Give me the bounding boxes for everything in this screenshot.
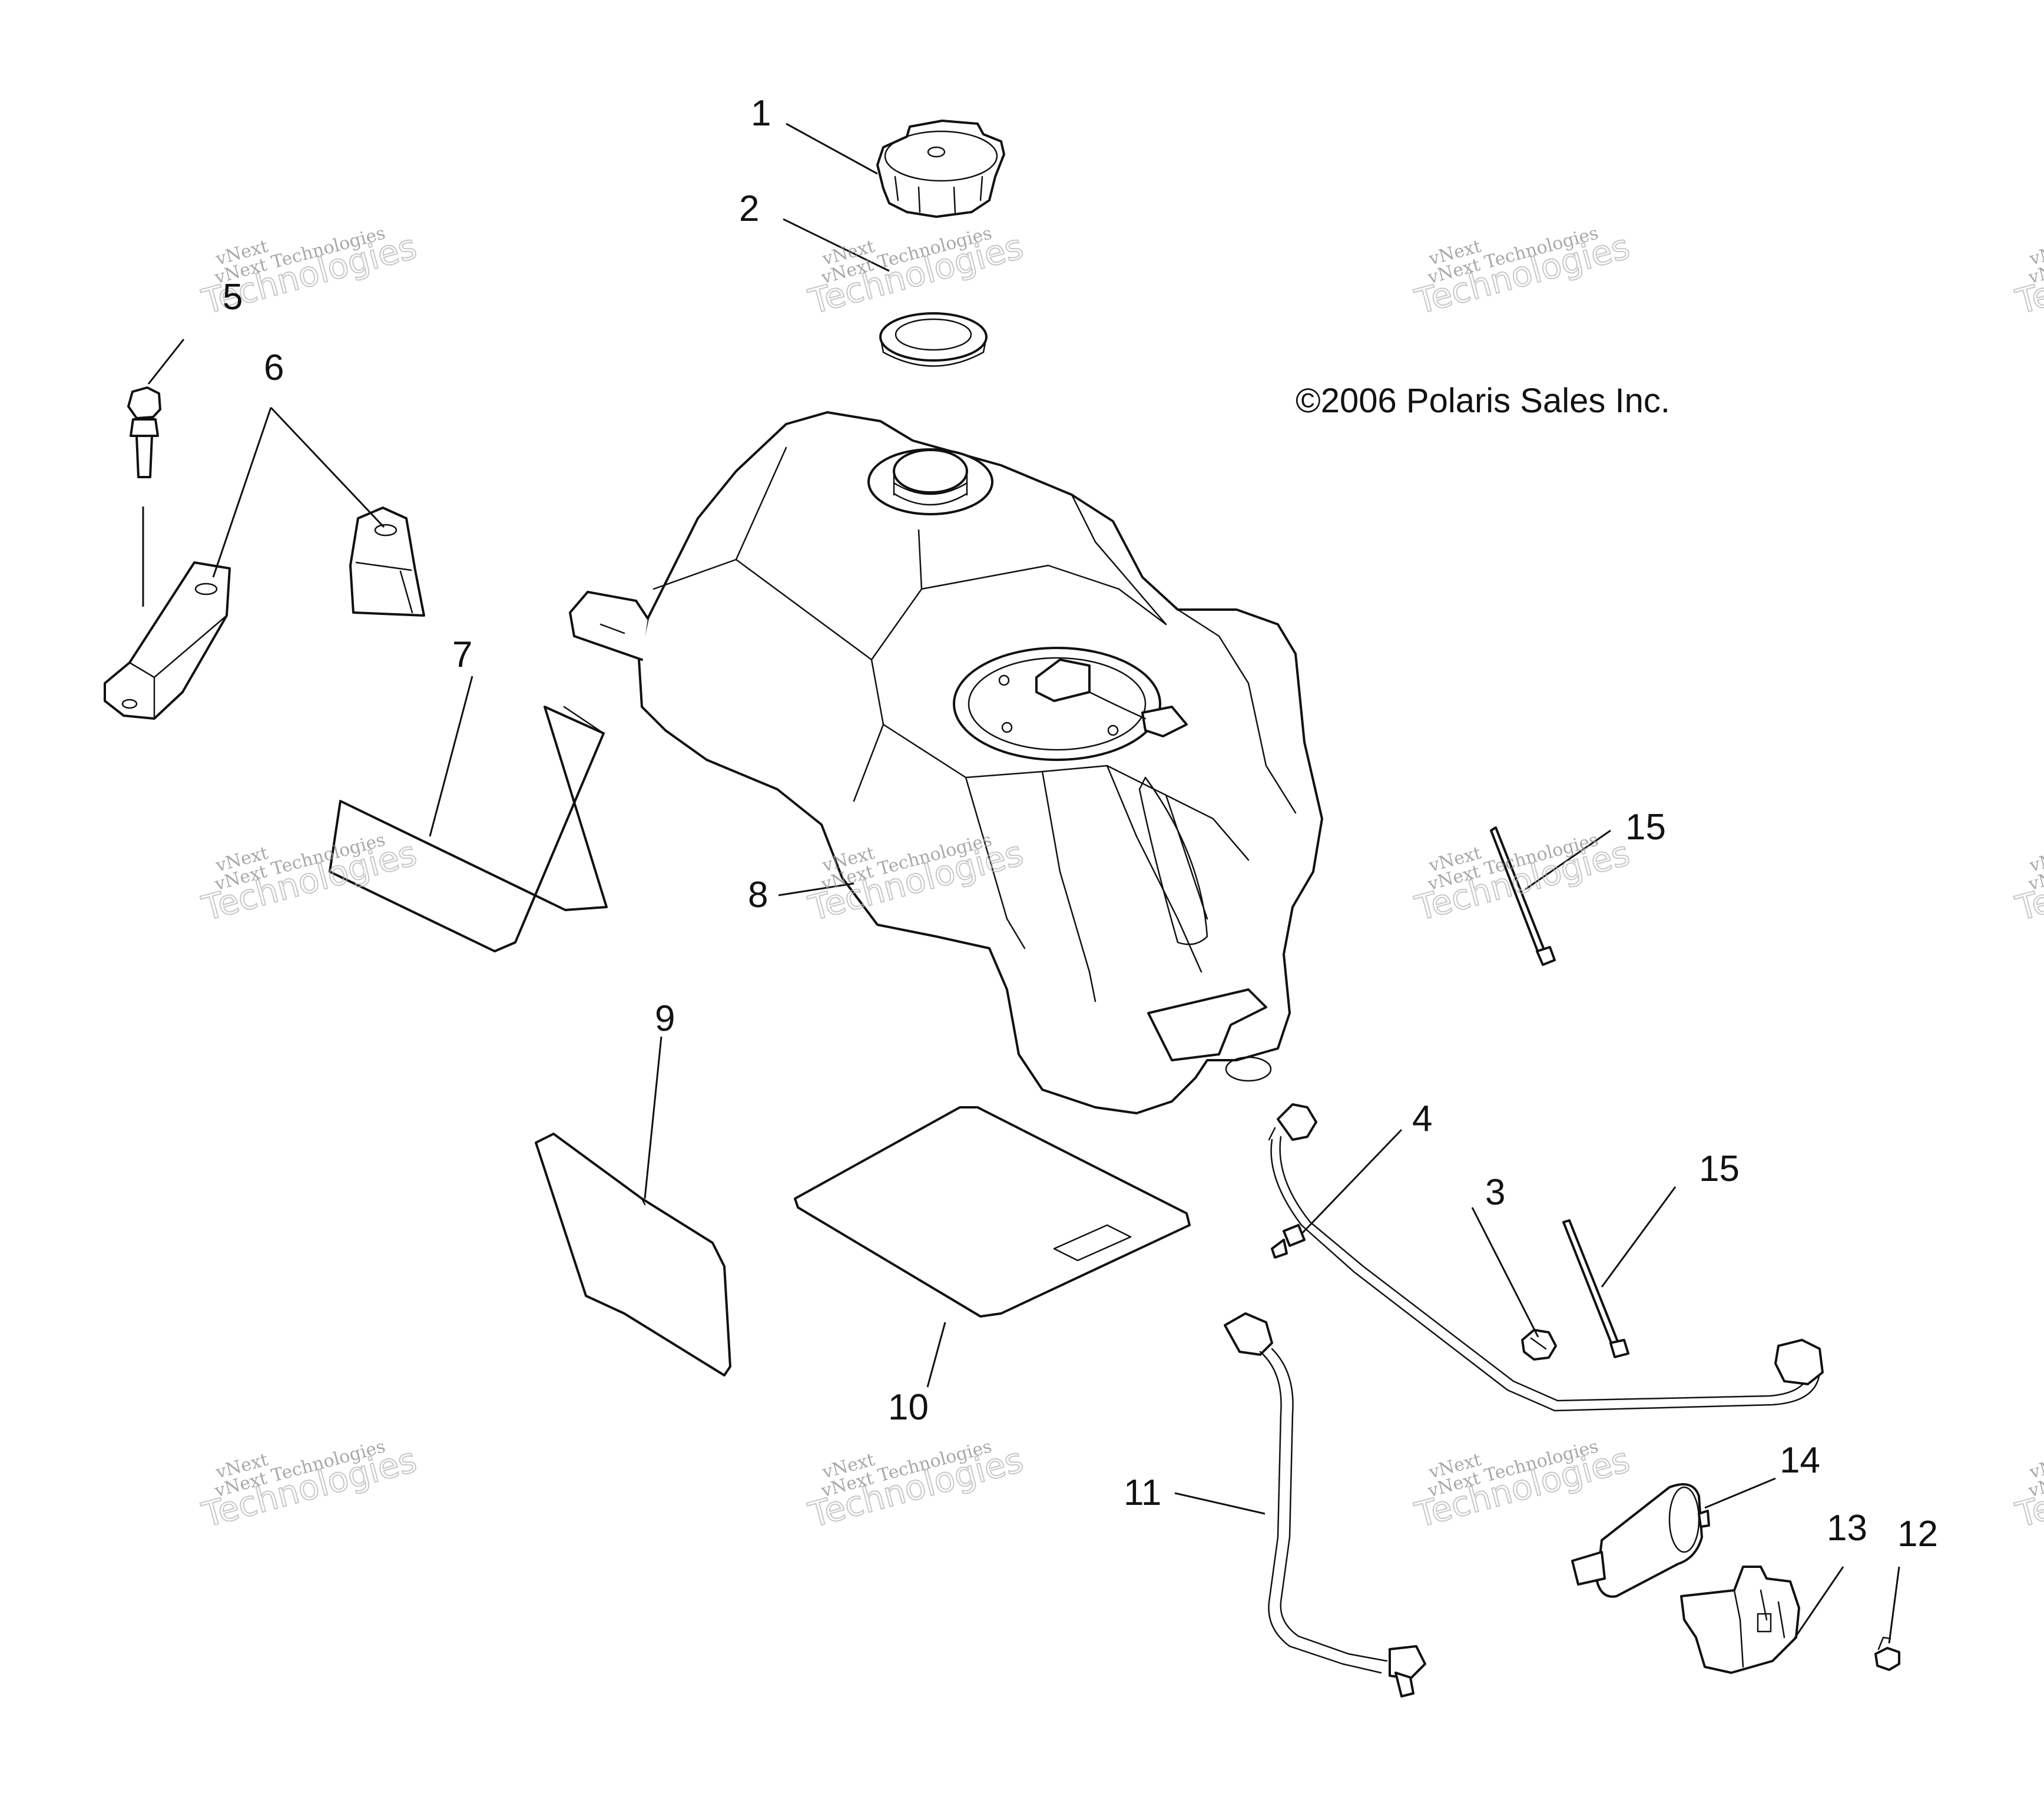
watermark: vNext vNext Technologies Technologies	[1410, 829, 1634, 929]
svg-text:Technologies: Technologies	[1411, 226, 1634, 322]
svg-text:Technologies: Technologies	[198, 1440, 420, 1535]
svg-text:Technologies: Technologies	[804, 226, 1027, 322]
callout-1: 1	[751, 93, 771, 134]
callout-7: 7	[452, 634, 472, 675]
fuel-filter	[1571, 1483, 1710, 1598]
callout-3: 3	[1485, 1172, 1505, 1213]
callout-9: 9	[655, 998, 675, 1039]
cable-tie-upper	[1490, 826, 1556, 966]
watermark: vNext vNext Technologies Technologies	[804, 1436, 1028, 1536]
bolt	[127, 386, 161, 607]
watermark: vNext vNext Technologies Technologies	[1410, 223, 1634, 322]
callout-labels: 1 2 3 4 5 6 7 8 9 10 11 12 13 14 15 15	[223, 93, 1938, 1554]
callout-11: 11	[1124, 1473, 1161, 1513]
callout-15-lower: 15	[1699, 1149, 1740, 1189]
watermark: vNext vNext Technologies Technologies	[2011, 223, 2044, 322]
callout-14: 14	[1780, 1440, 1820, 1481]
mounting-bracket-right	[349, 507, 425, 617]
filter-bracket	[1680, 1566, 1800, 1674]
watermark: vNext vNext Technologies Technologies	[2011, 1436, 2044, 1536]
callout-10: 10	[888, 1387, 929, 1428]
watermark: vNext vNext Technologies Technologies	[197, 1436, 421, 1536]
fuel-cap	[876, 120, 1005, 218]
callout-12: 12	[1897, 1514, 1938, 1554]
leader-lines	[147, 123, 1900, 1644]
fuel-tank	[569, 411, 1323, 1114]
hose-clip	[1521, 1329, 1557, 1361]
callout-5: 5	[223, 277, 243, 317]
callout-15-upper: 15	[1625, 807, 1666, 848]
screw	[1874, 1636, 1900, 1671]
foam-pad-l	[329, 706, 608, 952]
fuel-hose	[1224, 1312, 1426, 1698]
mounting-bracket-left	[104, 561, 231, 720]
callout-8: 8	[748, 875, 768, 915]
cable-tie-lower	[1562, 1219, 1629, 1358]
shield-sheet	[794, 1106, 1191, 1318]
watermark: vNext vNext Technologies Technologies	[804, 223, 1028, 322]
cap-gasket	[879, 312, 988, 367]
watermark: vNext vNext Technologies Technologies	[2011, 829, 2044, 929]
vent-hose	[1268, 1103, 1824, 1412]
callout-6: 6	[264, 348, 284, 388]
copyright-notice: ©2006 Polaris Sales Inc.	[1296, 382, 1670, 420]
svg-text:Technologies: Technologies	[1411, 1440, 1634, 1535]
callout-4: 4	[1412, 1098, 1432, 1139]
callout-2: 2	[739, 188, 759, 229]
callout-13: 13	[1827, 1508, 1867, 1548]
svg-text:Technologies: Technologies	[804, 1440, 1027, 1535]
heat-shield-panel	[535, 1133, 731, 1376]
watermark: vNext vNext Technologies Technologies	[1410, 1436, 1634, 1536]
